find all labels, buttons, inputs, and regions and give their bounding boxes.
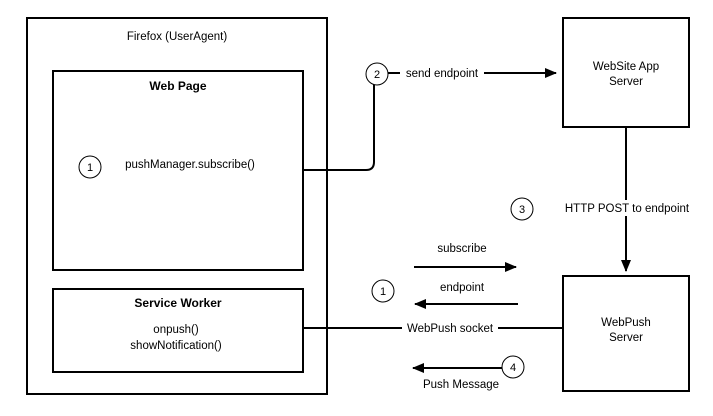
step-2-number: 2 — [374, 69, 380, 81]
webpush-socket-label: WebPush socket — [407, 323, 494, 335]
send-endpoint-label: send endpoint — [406, 68, 479, 80]
send-endpoint-arrow — [303, 68, 557, 171]
service-worker-title: Service Worker — [134, 296, 221, 310]
step-1-web-page-marker — [78, 155, 102, 179]
subscribe-label: subscribe — [437, 243, 486, 255]
endpoint-label: endpoint — [440, 282, 485, 294]
show-notification-text: showNotification() — [130, 340, 222, 352]
push-server-label-line2: Server — [609, 332, 643, 344]
push-server-box — [562, 275, 690, 392]
app-server-label-line1: WebSite App — [593, 61, 659, 73]
app-server-label-line2: Server — [609, 76, 643, 88]
step-1-endpoint-number: 1 — [380, 286, 386, 298]
push-server-label-line1: WebPush — [601, 317, 651, 329]
step-2-marker — [365, 62, 389, 86]
step-1-endpoint-marker — [371, 279, 395, 303]
firefox-title: Firefox (UserAgent) — [127, 31, 228, 43]
subscribe-call-text: pushManager.subscribe() — [125, 159, 255, 171]
step-4-marker — [501, 355, 525, 379]
push-message-label: Push Message — [423, 379, 499, 391]
http-post-label: HTTP POST to endpoint — [565, 203, 690, 215]
step-3-marker — [510, 197, 534, 221]
step-4-number: 4 — [510, 362, 516, 374]
step-3-number: 3 — [519, 204, 525, 216]
onpush-text: onpush() — [153, 324, 199, 336]
service-worker-box — [52, 288, 304, 373]
step-1-web-page-number: 1 — [87, 162, 93, 174]
web-page-title: Web Page — [149, 79, 206, 93]
